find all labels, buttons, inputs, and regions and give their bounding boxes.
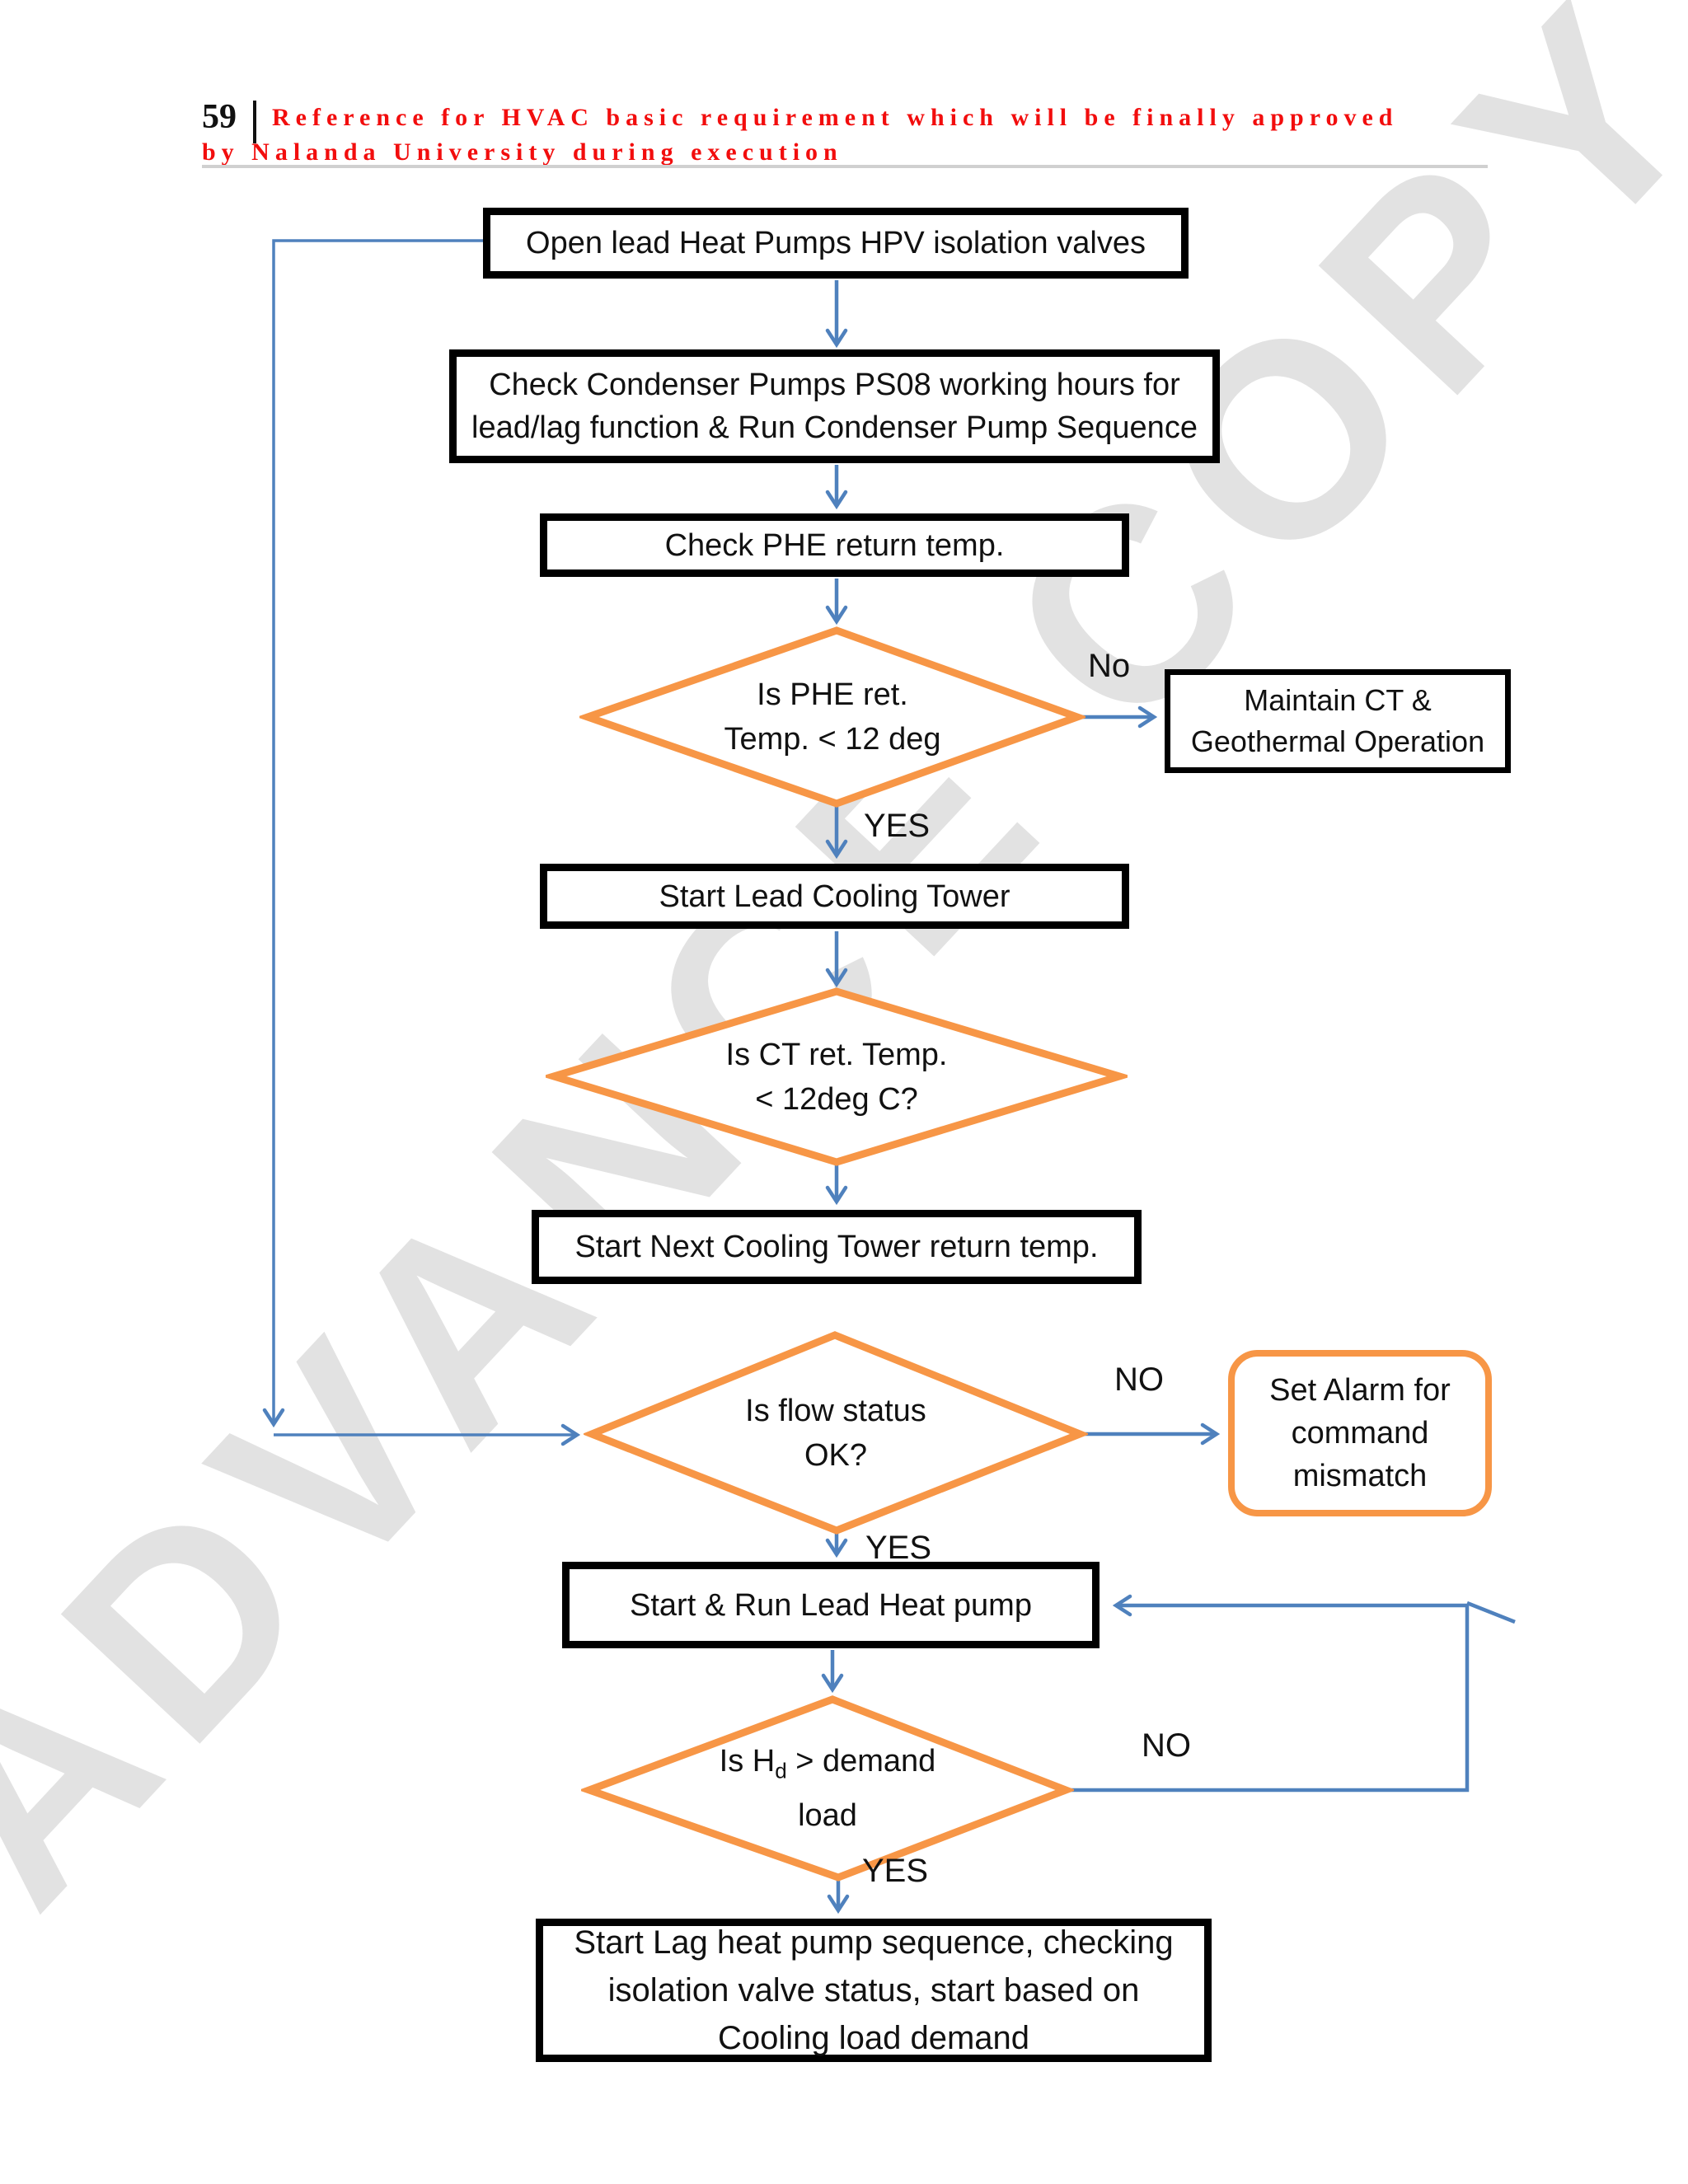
decision-label: Is PHE ret.: [757, 677, 908, 712]
header-title-line1: Reference for HVAC basic requirement whi…: [272, 104, 1399, 131]
decision-diamond-hd-demand-text: Is Hd > demand load: [581, 1691, 1074, 1886]
process-box-label: Check Condenser Pumps PS08 working hours…: [489, 368, 1180, 402]
decision-label: Is Hd > demand: [720, 1739, 936, 1793]
decision-diamond-ct-temp-text: Is CT ret. Temp. < 12deg C?: [546, 983, 1128, 1170]
alarm-box-set-alarm: Set Alarm for command mismatch: [1228, 1350, 1492, 1516]
process-box-label: lead/lag function & Run Condenser Pump S…: [471, 410, 1198, 445]
no-loop-d4-to-run-hp: [1069, 1605, 1470, 1793]
feedback-line-left: [274, 239, 483, 1422]
decision-diamond-flow-status: [584, 1331, 1088, 1535]
process-box-label: Open lead Heat Pumps HPV isolation valve…: [526, 226, 1146, 260]
decision-diamond-ct-temp: [546, 987, 1128, 1166]
header-rule: [202, 165, 1488, 168]
branch-label-no-d1: No: [1088, 648, 1131, 684]
decision-diamond-phe-temp: [579, 626, 1085, 808]
decision-diamond-flow-status-text: Is flow status OK?: [584, 1327, 1088, 1539]
process-box-start-next-ct: Start Next Cooling Tower return temp.: [532, 1210, 1142, 1284]
process-box-label: Start Lag heat pump sequence, checking: [574, 1924, 1174, 1961]
decision-label-subscript: d: [775, 1758, 787, 1783]
decision-label: < 12deg C?: [755, 1081, 918, 1117]
process-box-label: Maintain CT &: [1244, 683, 1432, 717]
decision-label-part: Is H: [719, 1744, 776, 1779]
alarm-box-label: mismatch: [1292, 1459, 1428, 1493]
process-box-start-lead-ct: Start Lead Cooling Tower: [540, 864, 1129, 929]
branch-label-yes-d3: YES: [865, 1530, 932, 1566]
alarm-box-label: Set Alarm for: [1269, 1373, 1451, 1408]
branch-label-no-d4: NO: [1142, 1727, 1191, 1764]
process-box-label: Check PHE return temp.: [664, 527, 1005, 563]
process-box-maintain-ct: Maintain CT & Geothermal Operation: [1165, 669, 1511, 773]
process-box-open-valves: Open lead Heat Pumps HPV isolation valve…: [483, 208, 1189, 279]
process-box-label: Cooling load demand: [717, 2020, 1030, 2056]
branch-label-yes-d4: YES: [862, 1853, 929, 1889]
branch-label-no-d3: NO: [1114, 1361, 1164, 1398]
decision-label-part: > demand: [786, 1744, 936, 1779]
decision-label: Is flow status: [745, 1393, 926, 1428]
alarm-box-label: command: [1291, 1416, 1429, 1451]
decision-label: Temp. < 12 deg: [724, 722, 941, 757]
process-box-label: Start Next Cooling Tower return temp.: [574, 1230, 1099, 1264]
process-box-check-condenser: Check Condenser Pumps PS08 working hours…: [449, 349, 1220, 463]
process-box-check-phe: Check PHE return temp.: [540, 513, 1129, 577]
process-box-start-run-heat-pump: Start & Run Lead Heat pump: [562, 1562, 1100, 1648]
process-box-label: Start & Run Lead Heat pump: [630, 1587, 1032, 1623]
no-loop-corner-stub: [1466, 1601, 1516, 1624]
decision-diamond-phe-temp-text: Is PHE ret. Temp. < 12 deg: [579, 622, 1085, 812]
decision-diamond-hd-demand: [581, 1695, 1074, 1882]
process-box-label: Geothermal Operation: [1190, 724, 1485, 758]
page-number: 59: [202, 98, 237, 136]
decision-label: Is CT ret. Temp.: [725, 1037, 948, 1072]
header-title-line2: by Nalanda University during execution: [202, 138, 843, 166]
process-box-label: Start Lead Cooling Tower: [659, 879, 1010, 914]
decision-label: OK?: [804, 1437, 868, 1473]
decision-label: load: [798, 1797, 857, 1833]
process-box-start-lag-sequence: Start Lag heat pump sequence, checking i…: [536, 1919, 1212, 2062]
process-box-label: isolation valve status, start based on: [607, 1972, 1140, 2008]
header-divider-bar: [253, 101, 256, 143]
branch-label-yes-d1: YES: [864, 808, 931, 844]
